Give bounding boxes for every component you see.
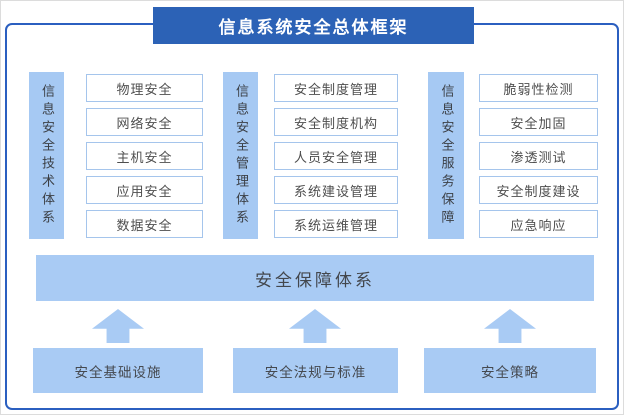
security-assurance-system-bar: 安全保障体系 — [36, 255, 594, 301]
item-application-security: 应用安全 — [86, 176, 203, 204]
column-label-technical-system: 信息安全技术体系 — [29, 72, 64, 239]
item-security-policy-management: 安全制度管理 — [274, 74, 398, 102]
item-security-hardening: 安全加固 — [479, 108, 598, 136]
item-emergency-response: 应急响应 — [479, 210, 598, 238]
item-personnel-security-management: 人员安全管理 — [274, 142, 398, 170]
diagram-title-banner: 信息系统安全总体框架 — [153, 7, 474, 44]
item-security-institution: 安全制度机构 — [274, 108, 398, 136]
foundation-security-laws-standards: 安全法规与标准 — [233, 348, 398, 393]
item-system-operation-management: 系统运维管理 — [274, 210, 398, 238]
item-data-security: 数据安全 — [86, 210, 203, 238]
foundation-security-strategy: 安全策略 — [424, 348, 596, 393]
column-label-management-system: 信息安全管理体系 — [223, 72, 258, 239]
item-host-security: 主机安全 — [86, 142, 203, 170]
diagram-title: 信息系统安全总体框架 — [218, 18, 409, 38]
item-system-construction-management: 系统建设管理 — [274, 176, 398, 204]
column-label-service-assurance: 信息安全服务保障 — [428, 72, 464, 239]
foundation-security-infrastructure: 安全基础设施 — [33, 348, 203, 393]
item-security-system-construction: 安全制度建设 — [479, 176, 598, 204]
item-penetration-testing: 渗透测试 — [479, 142, 598, 170]
item-physical-security: 物理安全 — [86, 74, 203, 102]
item-vulnerability-detection: 脆弱性检测 — [479, 74, 598, 102]
item-network-security: 网络安全 — [86, 108, 203, 136]
